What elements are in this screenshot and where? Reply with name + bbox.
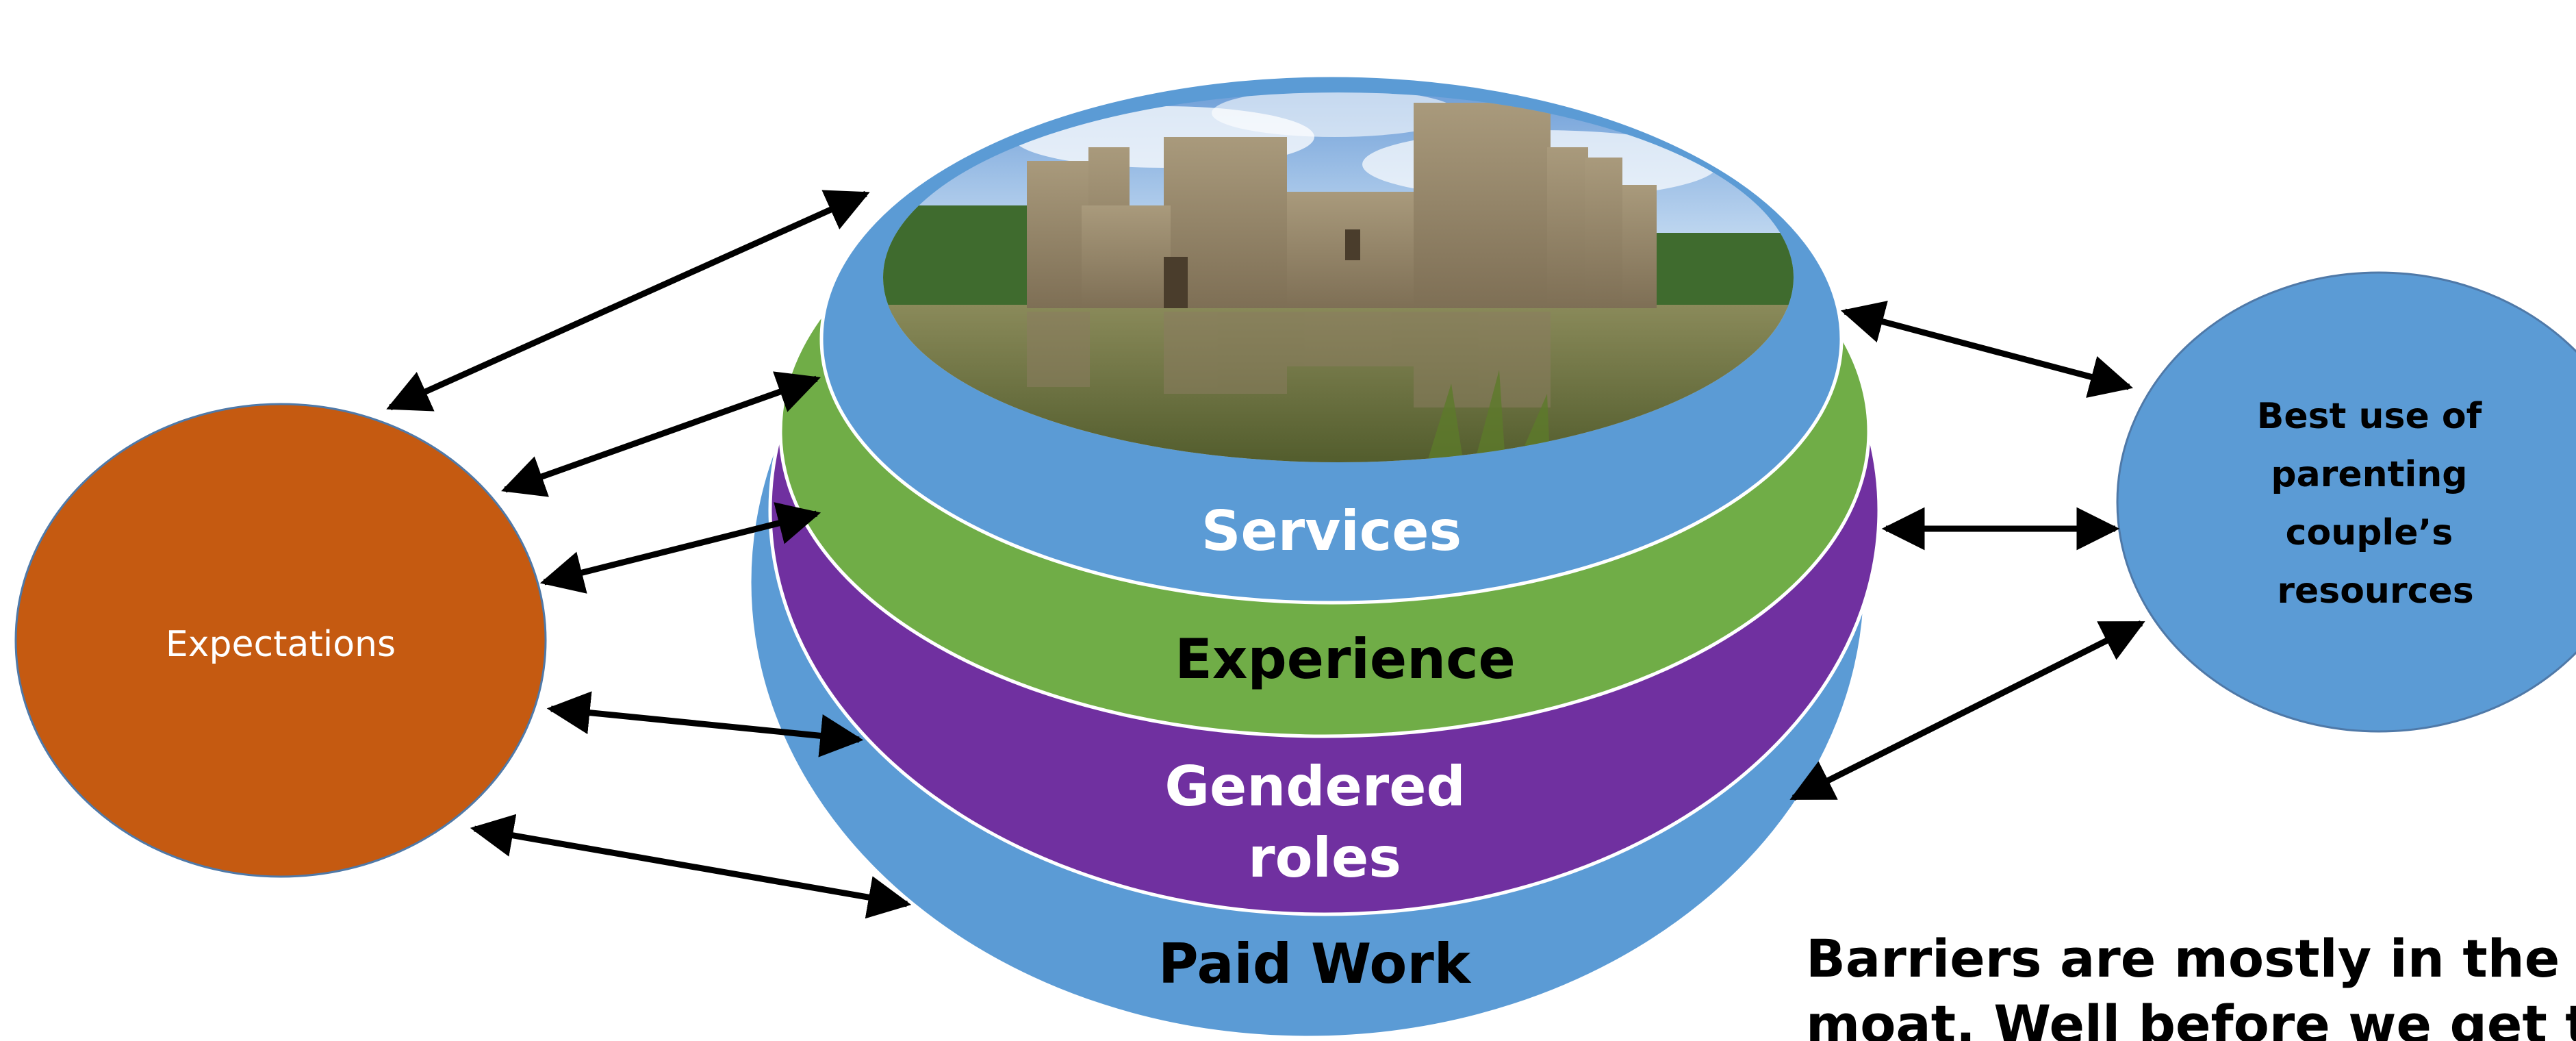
arrow-expectations-gendered: [546, 691, 864, 757]
resources-line: Best use of: [2257, 396, 2483, 437]
experience-label: Experience: [1175, 627, 1516, 691]
caption-line: moat. Well before we get to: [1806, 994, 2576, 1041]
resources-line: resources: [2277, 570, 2473, 612]
connector-arrows: [386, 190, 2145, 919]
resources-node: [2116, 271, 2576, 733]
caption-line: Barriers are mostly in the: [1806, 928, 2560, 989]
resources-line: parenting: [2271, 454, 2467, 495]
arrow-expectations-top: [386, 190, 870, 412]
arrow-resources-bottom: [1789, 620, 2145, 801]
gendered-roles-line: Gendered: [1164, 755, 1465, 818]
arrow-expectations-paid-work: [470, 814, 912, 919]
expectations-node: [14, 403, 547, 878]
arrow-expectations-experience: [539, 502, 821, 594]
resources-label: Best use of parenting couple’s resources: [2257, 396, 2495, 612]
castle-icon: [1027, 103, 1657, 308]
arrow-expectations-services: [501, 371, 821, 497]
arrow-resources-top: [1840, 301, 2134, 398]
resources-line: couple’s: [2286, 512, 2453, 553]
paid-work-label: Paid Work: [1158, 932, 1472, 996]
expectations-label: Expectations: [166, 624, 396, 665]
services-label: Services: [1201, 499, 1462, 563]
barriers-caption: Barriers are mostly in the moat. Well be…: [1806, 926, 2576, 1041]
gendered-roles-label: Gendered roles: [1164, 755, 1484, 890]
gendered-roles-line: roles: [1248, 826, 1401, 890]
